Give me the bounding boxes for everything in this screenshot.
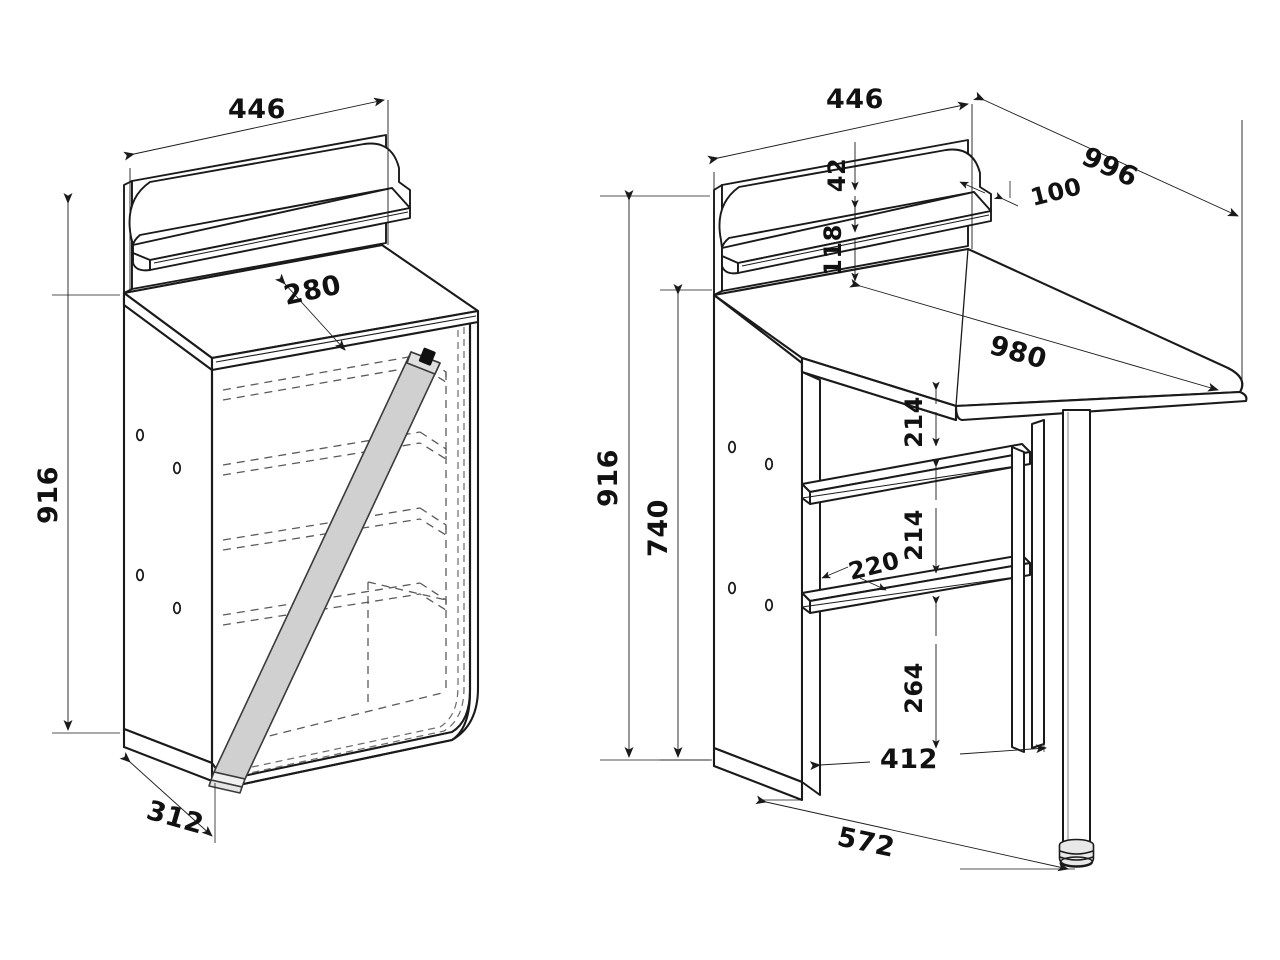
dim-label-312: 312: [143, 795, 207, 841]
dim-label-916-left: 916: [33, 466, 64, 524]
desk-shelf-middle: [801, 554, 1031, 614]
cabinet-hutch-shelf: [128, 142, 411, 272]
cabinet-door-hinge-icon: [418, 347, 436, 366]
cabinet-left-side-panel: [122, 291, 214, 765]
cabinet-mounting-holes: [135, 428, 182, 615]
dim-left-446: [123, 97, 389, 290]
dim-right-996: [973, 91, 1243, 380]
dim-label-100: 100: [1028, 172, 1085, 212]
dim-label-264: 264: [900, 662, 928, 714]
cabinet-door-panel: [208, 351, 441, 794]
desk-center-divider: [801, 371, 821, 796]
cabinet-interior-shelves: [222, 354, 447, 747]
right-view-desk: 446 996 42 100 118 980: [593, 84, 1248, 872]
dim-left-916: [52, 193, 120, 734]
dim-right-100: [959, 181, 1019, 207]
dim-right-220: [821, 566, 887, 591]
dim-label-446-right: 446: [826, 84, 884, 115]
dim-label-412: 412: [880, 744, 938, 775]
dim-left-280: [274, 273, 346, 351]
dim-label-118: 118: [819, 224, 847, 276]
cabinet-back-panel-edge: [235, 327, 465, 777]
desk-inner-right-panel: [1011, 446, 1025, 753]
dim-label-996: 996: [1077, 141, 1143, 194]
dim-label-214-middle: 214: [900, 509, 928, 561]
dim-right-740: [660, 284, 712, 761]
desk-round-leg: [1062, 409, 1091, 846]
desk-shelf-upper: [801, 443, 1031, 505]
dim-label-446-left: 446: [228, 94, 286, 125]
dim-right-980: [849, 278, 1219, 392]
dim-label-572: 572: [835, 822, 898, 864]
dim-label-916-right: 916: [593, 449, 624, 507]
dim-right-412: [809, 730, 1047, 795]
desk-leg-foot: [1058, 838, 1095, 868]
dim-right-572: [755, 795, 1075, 872]
dim-left-312: [119, 751, 216, 843]
desk-left-side-panel: [712, 293, 804, 802]
dim-label-214-upper: 214: [900, 396, 928, 448]
dim-label-42: 42: [823, 158, 851, 192]
dim-label-740: 740: [643, 499, 674, 557]
left-view-cabinet: 446 280 916 312: [33, 94, 480, 843]
desk-left-panel-holes: [727, 440, 774, 612]
desk-inner-right-panel-2: [1031, 419, 1045, 749]
dim-right-446: [707, 101, 973, 292]
